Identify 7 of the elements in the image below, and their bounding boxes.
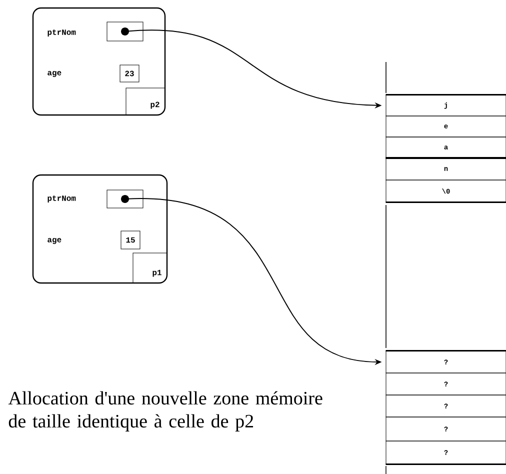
pointer-field [106, 22, 144, 42]
name-tag: p1 [132, 252, 168, 284]
value-box: 15 [120, 230, 140, 250]
caption-text: Allocation d'une nouvelle zone mémoire de taille identique à celle de p2 [8, 391, 322, 432]
pointer-field [106, 190, 144, 208]
value-box: 23 [120, 64, 140, 82]
name-tag: p2 [126, 88, 166, 116]
